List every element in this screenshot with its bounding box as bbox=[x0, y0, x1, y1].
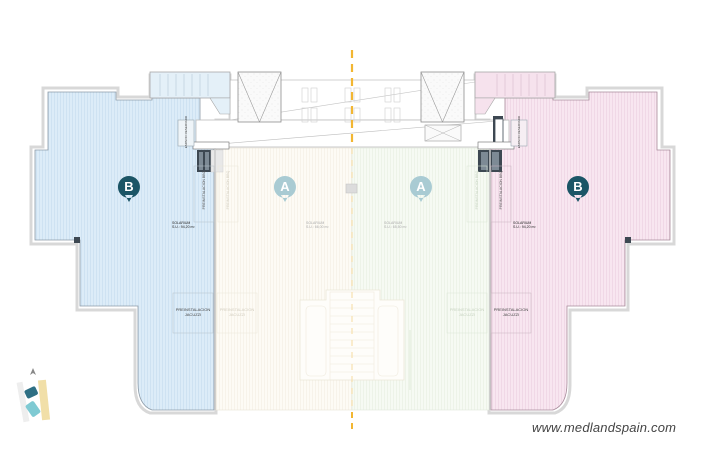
bbq-label-a-right: PREINSTALACION BBQ bbox=[475, 170, 479, 210]
unit-marker-a-right: A bbox=[409, 176, 432, 202]
espacio-reservado-right: ESPACIO RESERVADO bbox=[517, 115, 521, 149]
unit-marker-b-left: B bbox=[117, 176, 140, 202]
jacuzzi-label-a-left: PREINSTALACION JACUZZI bbox=[219, 307, 255, 317]
jacuzzi-label-a-right: PREINSTALACION JACUZZI bbox=[449, 307, 485, 317]
key-plan-icon bbox=[16, 368, 51, 423]
central-staircase bbox=[299, 289, 405, 381]
unit-marker-b-right: B bbox=[566, 176, 589, 202]
bbq-label-b-right: PREINSTALACION BBQ bbox=[499, 170, 503, 210]
column-marker bbox=[74, 237, 80, 243]
watermark: www.medlandspain.com bbox=[532, 420, 677, 435]
solarium-label-a-right: SOLARIUM S.U.: 65,50 m² bbox=[384, 221, 407, 229]
unit-marker-a-left: A bbox=[273, 176, 296, 202]
column-marker bbox=[625, 237, 631, 243]
solarium-label-b-right: SOLARIUM S.U.: 94,20 m² bbox=[513, 221, 536, 229]
bbq-label-a-left: PREINSTALACION BBQ bbox=[226, 170, 230, 210]
solarium-label-a-left: SOLARIUM S.U.: 66,00 m² bbox=[306, 221, 329, 229]
jacuzzi-label-b-right: PREINSTALACION JACUZZI bbox=[493, 307, 529, 317]
solarium-label-b-left: SOLARIUM S.U.: 94,20 m² bbox=[172, 221, 195, 229]
bbq-label-b-left: PREINSTALACION BBQ bbox=[202, 170, 206, 210]
espacio-reservado-left: ESPACIO RESERVADO bbox=[184, 115, 188, 149]
jacuzzi-label-b-left: PREINSTALACION JACUZZI bbox=[175, 307, 211, 317]
